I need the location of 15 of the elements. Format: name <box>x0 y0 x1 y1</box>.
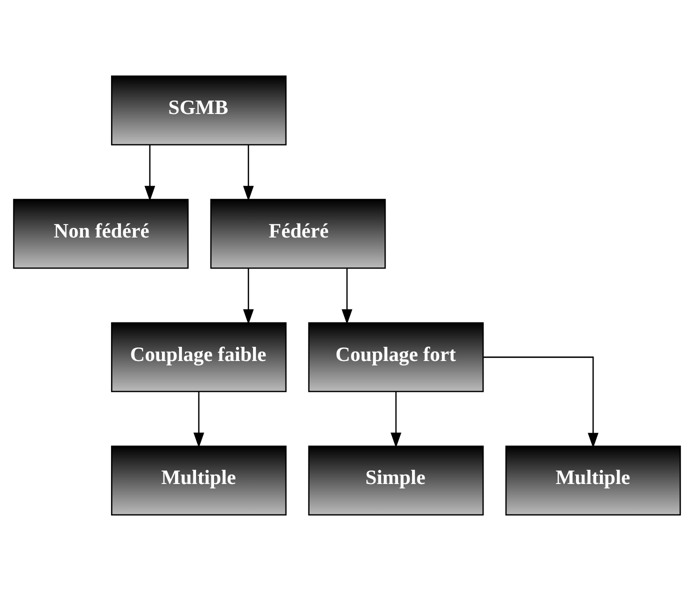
node-box: Simple <box>308 446 484 516</box>
arrow <box>193 392 204 448</box>
node-box: Non fédéré <box>13 198 189 269</box>
node-box: SGMB <box>111 75 287 146</box>
node-box: Fédéré <box>210 198 386 269</box>
node-box: Couplage faible <box>111 322 287 392</box>
arrow <box>243 268 254 324</box>
node-box: Multiple <box>505 446 681 516</box>
arrow <box>243 144 254 202</box>
arrow <box>144 144 156 202</box>
arrow <box>342 268 352 324</box>
node-box: Couplage fort <box>308 322 484 392</box>
arrow <box>484 356 598 448</box>
node-box: Multiple <box>111 446 287 516</box>
arrow <box>390 392 402 448</box>
